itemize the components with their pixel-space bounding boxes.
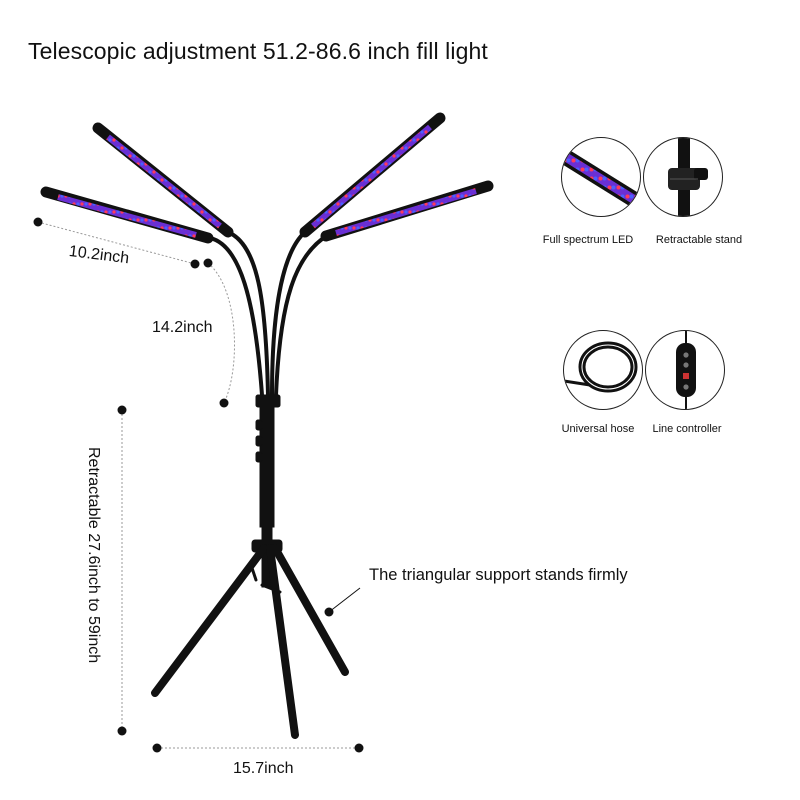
- dimension-height: [117, 405, 127, 736]
- dimension-base: [152, 743, 364, 753]
- tripod-note: The triangular support stands firmly: [369, 566, 628, 584]
- hose-length-label: 14.2inch: [152, 319, 213, 336]
- tripod-legs: [151, 544, 349, 739]
- goosenecks: [208, 230, 330, 397]
- base-width-label: 15.7inch: [233, 760, 294, 777]
- dimension-lamp: [37, 221, 196, 265]
- stand-height-label: Retractable 27.6inch to 59inch: [85, 447, 102, 664]
- feature-label-hose: Universal hose: [561, 423, 635, 435]
- led-bar-left-lower: [40, 186, 214, 244]
- feature-label-stand: Retractable stand: [655, 234, 743, 246]
- note-pointer: [324, 587, 361, 617]
- dimension-hose: [203, 258, 235, 408]
- coiled-hose-icon: [563, 330, 643, 410]
- controller-icon: [645, 330, 725, 410]
- page-title: Telescopic adjustment 51.2-86.6 inch fil…: [28, 38, 488, 64]
- feature-label-controller: Line controller: [652, 423, 722, 435]
- led-strip-icon: [561, 137, 641, 217]
- led-bar-right-upper: [299, 112, 446, 238]
- feature-label-led: Full spectrum LED: [542, 234, 634, 246]
- led-bar-left-upper: [92, 122, 234, 238]
- led-bar-right-lower: [320, 180, 494, 242]
- stand-clamp-icon: [643, 137, 723, 217]
